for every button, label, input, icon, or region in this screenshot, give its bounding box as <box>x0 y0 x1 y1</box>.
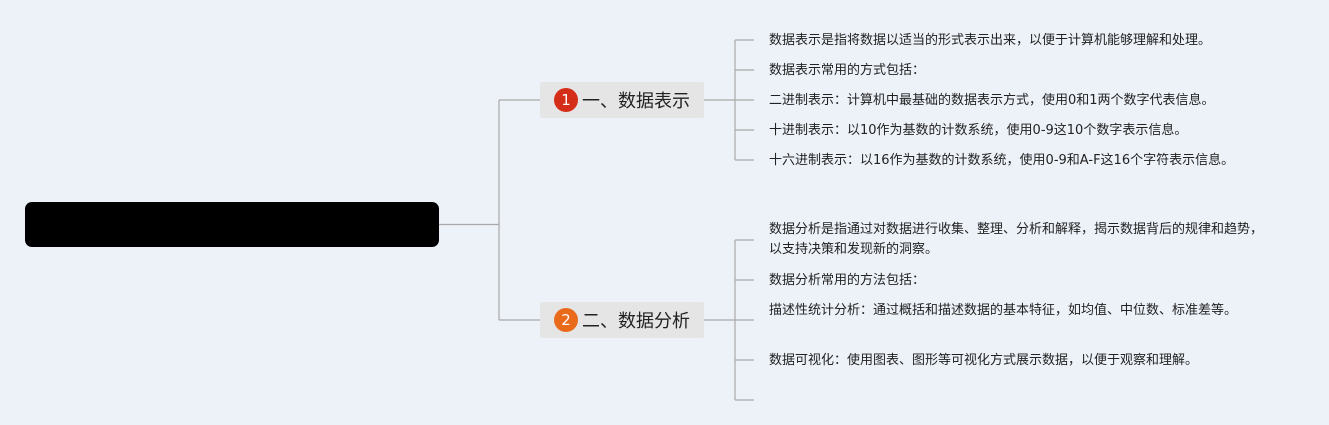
central-topic[interactable] <box>25 202 439 247</box>
leaf-hexadecimal[interactable]: 十六进制表示：以16作为基数的计数系统，使用0-9和A-F这16个字符表示信息。 <box>769 153 1235 168</box>
number-badge-2: 2 <box>554 308 578 332</box>
leaf-descriptive-statistics[interactable]: 描述性统计分析：通过概括和描述数据的基本特征，如均值、中位数、标准差等。 <box>769 303 1238 318</box>
leaf-data-representation-definition[interactable]: 数据表示是指将数据以适当的形式表示出来，以便于计算机能够理解和处理。 <box>769 33 1212 48</box>
leaf-decimal[interactable]: 十进制表示：以10作为基数的计数系统，使用0-9这10个数字表示信息。 <box>769 123 1188 138</box>
number-badge-1: 1 <box>554 88 578 112</box>
branch-2-label: 二、数据分析 <box>582 311 690 332</box>
leaf-data-visualization[interactable]: 数据可视化：使用图表、图形等可视化方式展示数据，以便于观察和理解。 <box>769 353 1199 368</box>
leaf-analysis-methods[interactable]: 数据分析常用的方法包括： <box>769 273 926 288</box>
branch-1-node[interactable]: 1 一、数据表示 <box>540 82 704 118</box>
leaf-binary[interactable]: 二进制表示：计算机中最基础的数据表示方式，使用0和1两个数字代表信息。 <box>769 93 1215 108</box>
branch-1-label: 一、数据表示 <box>582 91 690 112</box>
leaf-representation-methods[interactable]: 数据表示常用的方式包括： <box>769 63 926 78</box>
leaf-data-analysis-definition[interactable]: 数据分析是指通过对数据进行收集、整理、分析和解释，揭示数据背后的规律和趋势，以支… <box>769 222 1264 257</box>
branch-1-leaf-connector <box>704 39 754 161</box>
branch-2-leaf-connector <box>704 239 754 401</box>
branch-2-node[interactable]: 2 二、数据分析 <box>540 302 704 338</box>
